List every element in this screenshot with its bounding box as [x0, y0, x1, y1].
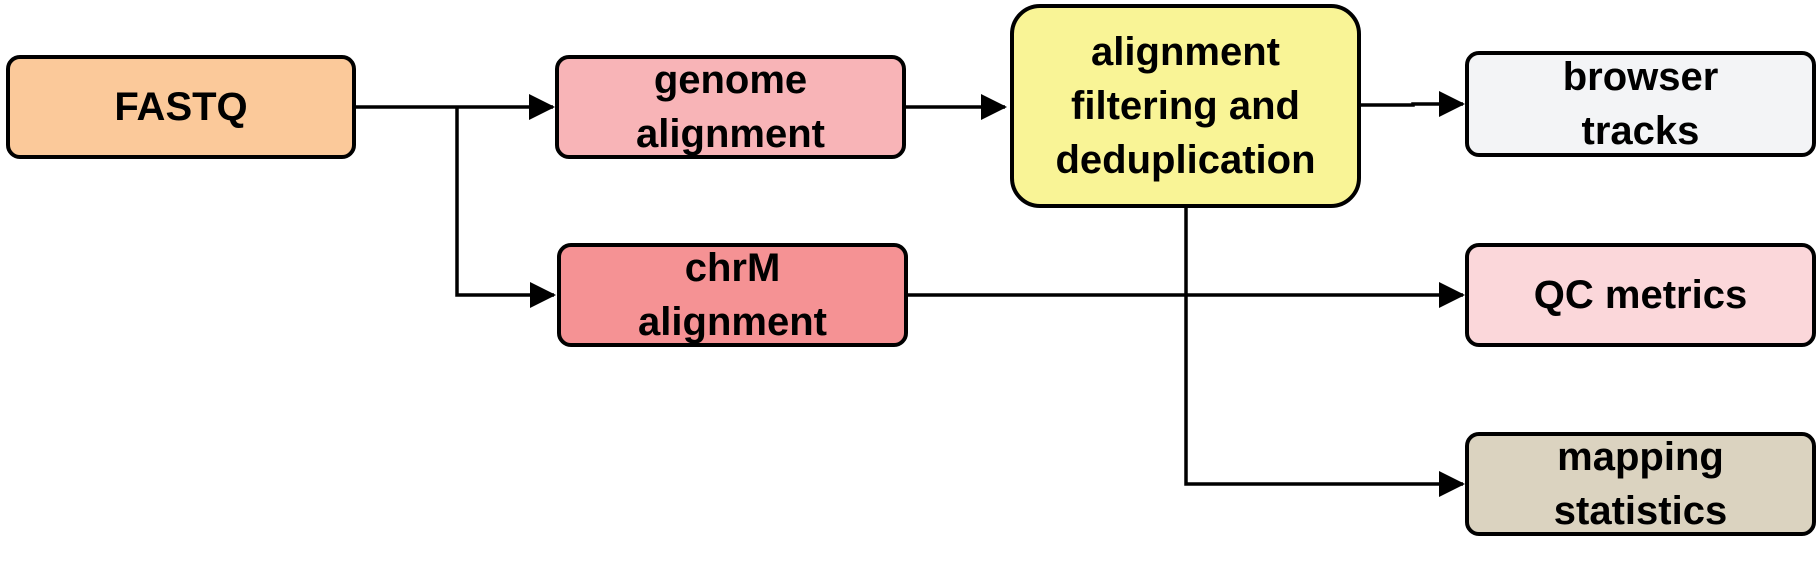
node-fastq-label-line: FASTQ — [114, 85, 248, 129]
node-browser-tracks-label-line: browser — [1562, 55, 1719, 99]
node-alignment-filtering-label-line: alignment — [1091, 30, 1280, 74]
edge-filtering-to-mapping-statistics — [1184, 206, 1465, 497]
node-alignment-filtering: alignment filtering and deduplication — [1010, 4, 1361, 208]
node-genome-alignment: genome alignment — [555, 55, 906, 159]
node-alignment-filtering-label: alignment filtering and deduplication — [1056, 25, 1316, 187]
node-alignment-filtering-label-line: deduplication — [1055, 138, 1316, 182]
node-qc-metrics: QC metrics — [1465, 243, 1816, 347]
node-chrm-alignment-label: chrM alignment — [638, 241, 827, 349]
node-genome-alignment-label-line: alignment — [636, 112, 825, 156]
node-fastq: FASTQ — [6, 55, 356, 159]
node-browser-tracks-label-line: tracks — [1581, 109, 1700, 153]
node-genome-alignment-label-line: genome — [653, 58, 808, 102]
edge-fastq-to-chrm-alignment — [455, 107, 556, 308]
node-browser-tracks-label: browser tracks — [1563, 50, 1719, 158]
node-alignment-filtering-label-line: filtering and — [1071, 84, 1300, 128]
node-qc-metrics-label: QC metrics — [1534, 268, 1747, 322]
node-chrm-alignment: chrM alignment — [557, 243, 908, 347]
node-mapping-statistics: mapping statistics — [1465, 432, 1816, 536]
node-mapping-statistics-label: mapping statistics — [1554, 430, 1727, 538]
edge-filtering-to-browser-tracks — [1360, 91, 1465, 117]
node-chrm-alignment-label-line: alignment — [638, 300, 827, 344]
node-mapping-statistics-label-line: statistics — [1553, 489, 1728, 533]
node-mapping-statistics-label-line: mapping — [1557, 435, 1724, 479]
node-genome-alignment-label: genome alignment — [636, 53, 825, 161]
node-qc-metrics-label-line: QC metrics — [1533, 273, 1748, 317]
node-fastq-label: FASTQ — [114, 80, 247, 134]
node-chrm-alignment-label-line: chrM — [684, 246, 781, 290]
node-browser-tracks: browser tracks — [1465, 51, 1816, 157]
